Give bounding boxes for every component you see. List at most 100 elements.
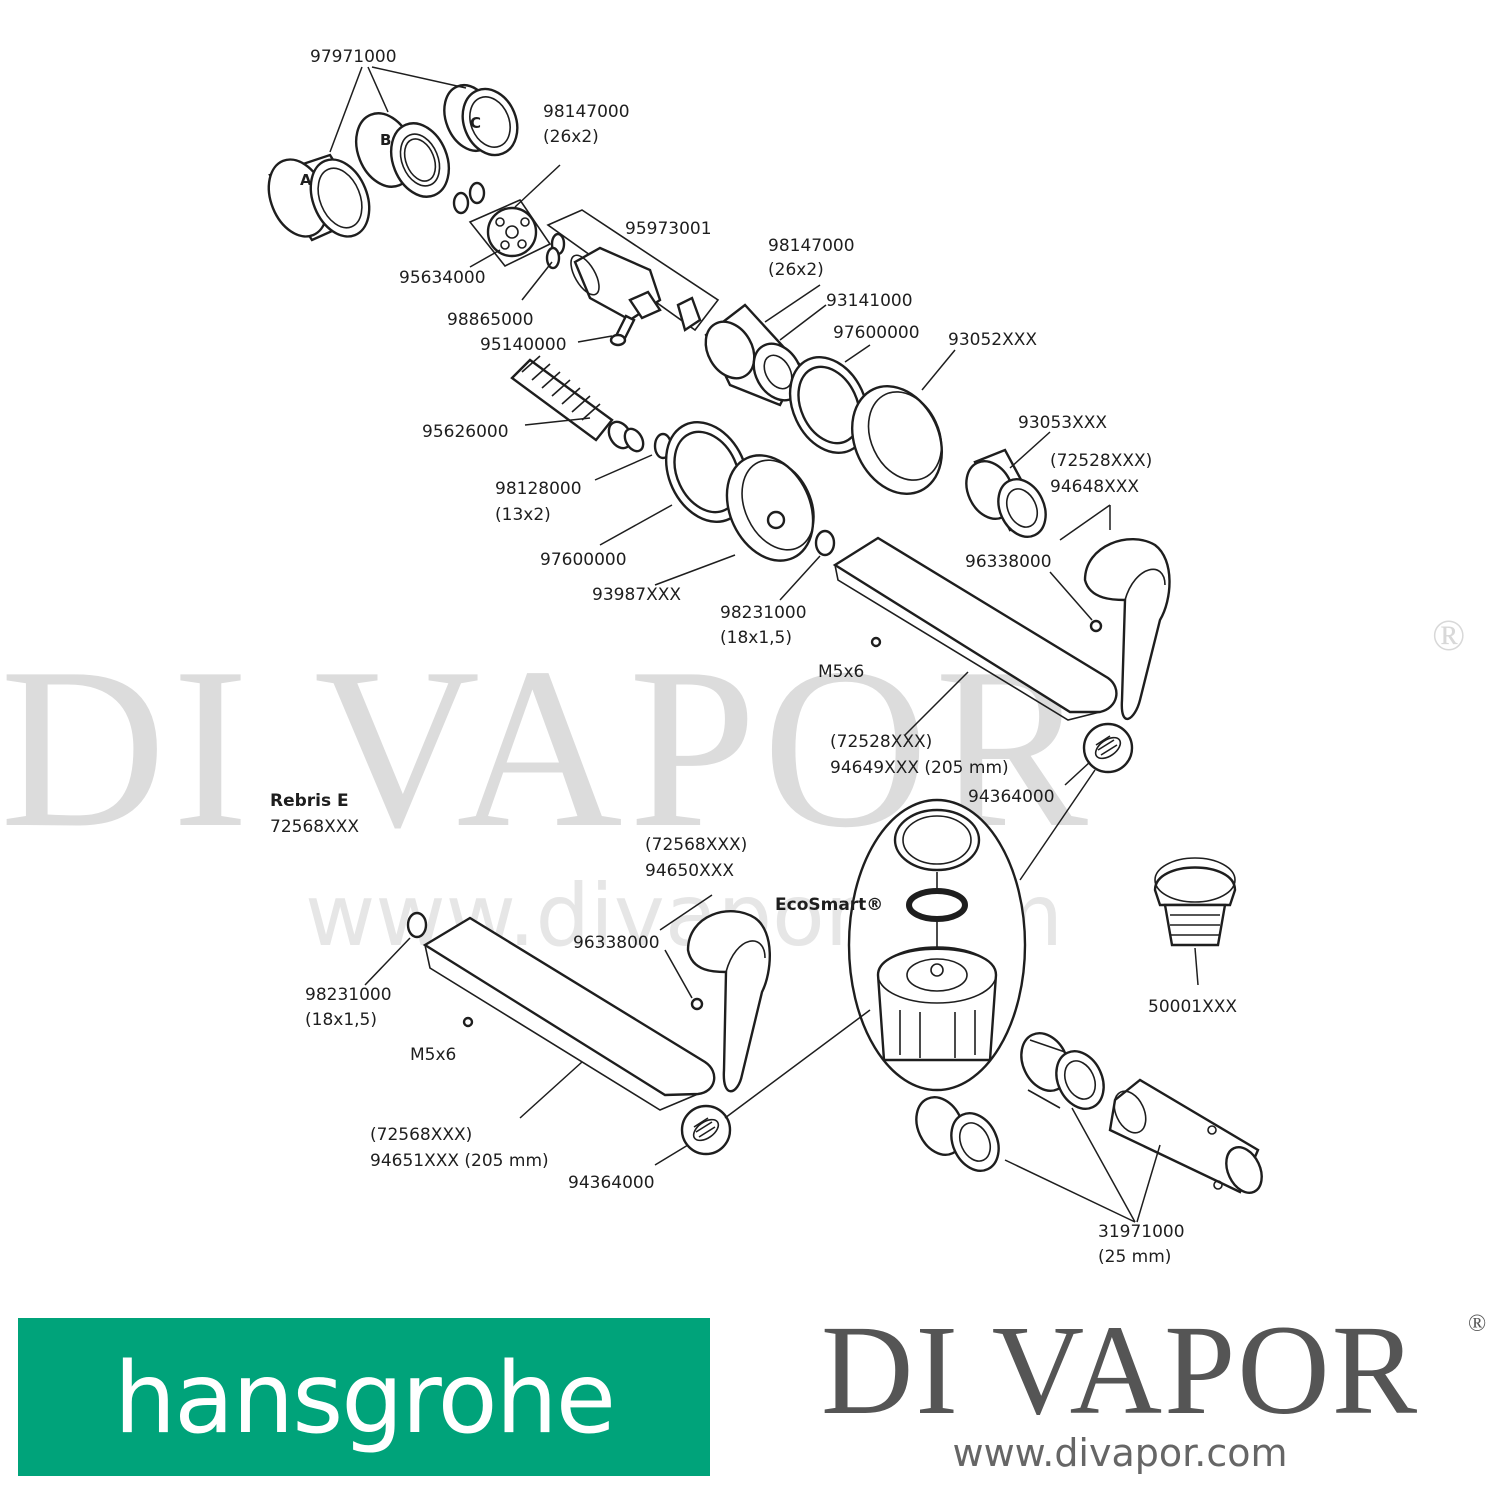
label-18x15-lower: (18x1,5) xyxy=(305,1010,377,1030)
label-94648XXX: 94648XXX xyxy=(1050,477,1139,497)
leader-98147000-top xyxy=(514,164,561,208)
leader-95626000 xyxy=(524,417,591,426)
label-95973001: 95973001 xyxy=(625,219,712,239)
label-M5x6-upper: M5x6 xyxy=(818,662,864,682)
leader-93052XXX xyxy=(921,349,956,391)
leader-98128000 xyxy=(594,454,653,481)
divapor-logo: DI VAPOR ® www.divapor.com xyxy=(750,1305,1490,1495)
label-93141000: 93141000 xyxy=(826,291,913,311)
waste-plug-50001XXX xyxy=(1153,857,1237,947)
label-94364000-lower: 94364000 xyxy=(568,1173,655,1193)
label-M5x6-lower: M5x6 xyxy=(410,1045,456,1065)
leader-95140000 xyxy=(577,335,613,343)
sleeve-b: B xyxy=(355,112,450,198)
label-94650XXX: 94650XXX xyxy=(645,861,734,881)
divapor-logo-name: DI VAPOR xyxy=(820,1299,1420,1441)
label-72568XXX-handle: (72568XXX) xyxy=(645,835,747,855)
leader-93053XXX xyxy=(1009,431,1051,469)
screw-95140000 xyxy=(609,314,636,347)
leader-98865000 xyxy=(521,261,553,301)
lever-handle-94650XXX xyxy=(686,910,771,1093)
leader-96338000-lower xyxy=(664,949,693,999)
label-94649XXX: 94649XXX (205 mm) xyxy=(830,758,1009,778)
leader-98231000-lower xyxy=(364,937,411,986)
label-98865000: 98865000 xyxy=(447,310,534,330)
sleeve-letter-c: C xyxy=(470,114,481,132)
label-31971000: 31971000 xyxy=(1098,1222,1185,1242)
sleeve-93053XXX xyxy=(965,448,1047,538)
leader-94650XXX-handle xyxy=(659,894,713,931)
label-26x2-top: (26x2) xyxy=(543,127,599,147)
extension-31971000-c xyxy=(1108,1078,1263,1194)
leader-ecosmart-lower xyxy=(724,1009,871,1119)
label-72528XXX-spout: (72528XXX) xyxy=(830,732,932,752)
sleeve-letter-b: B xyxy=(380,131,391,149)
o-ring-pair-98147000 xyxy=(452,181,486,215)
label-13x2: (13x2) xyxy=(495,505,551,525)
grub-screw-m5x6-lower xyxy=(462,1016,474,1028)
label-98231000-lower: 98231000 xyxy=(305,985,392,1005)
label-97600000-upper: 97600000 xyxy=(833,323,920,343)
leader-96338000-upper xyxy=(1049,571,1093,621)
cover-plate-93052XXX xyxy=(850,385,944,495)
hansgrohe-logo-text: hansgrohe xyxy=(113,1342,616,1456)
leader-94364000-upper xyxy=(1064,761,1091,786)
label-95626000: 95626000 xyxy=(422,422,509,442)
label-97600000-lower: 97600000 xyxy=(540,550,627,570)
label-72528XXX-handle: (72528XXX) xyxy=(1050,451,1152,471)
label-96338000-lower: 96338000 xyxy=(573,933,660,953)
escutcheon-93987XXX xyxy=(725,454,815,562)
leader-94649XXX xyxy=(904,671,969,736)
divapor-logo-registered: ® xyxy=(1468,1311,1487,1337)
leader-50001XXX xyxy=(1194,947,1199,986)
grub-screw-96338000-lower xyxy=(690,997,704,1011)
label-ecosmart: EcoSmart® xyxy=(775,895,883,915)
leader-94651XXX xyxy=(519,1061,583,1119)
product-name: Rebris E xyxy=(270,791,349,811)
sleeve-a: A xyxy=(267,153,371,242)
label-98147000-mid: 98147000 xyxy=(768,236,855,256)
label-98231000-upper: 98231000 xyxy=(720,603,807,623)
label-94364000-upper: 94364000 xyxy=(968,787,1055,807)
grub-screw-96338000-upper xyxy=(1089,619,1103,633)
leader-97600000-upper xyxy=(844,344,871,363)
label-95140000: 95140000 xyxy=(480,335,567,355)
label-93053XXX: 93053XXX xyxy=(1018,413,1107,433)
leader-94648XXX-handle xyxy=(1059,504,1111,541)
leader-98231000-upper xyxy=(779,555,821,601)
hansgrohe-logo: hansgrohe xyxy=(18,1318,710,1476)
leader-94364000-lower xyxy=(654,1144,689,1166)
label-25mm: (25 mm) xyxy=(1098,1247,1171,1267)
leader-97600000-lower xyxy=(599,504,673,546)
label-98128000: 98128000 xyxy=(495,479,582,499)
label-93052XXX: 93052XXX xyxy=(948,330,1037,350)
divapor-logo-url: www.divapor.com xyxy=(952,1431,1288,1475)
label-50001XXX: 50001XXX xyxy=(1148,997,1237,1017)
spout-94651XXX xyxy=(422,916,716,1111)
leader-lines-31971000 xyxy=(1004,1107,1161,1223)
aerator-94364000-lower xyxy=(680,1104,732,1156)
seal-97600000-upper xyxy=(788,355,870,455)
aerator-94364000-upper xyxy=(1082,722,1134,774)
grub-screw-m5x6-upper xyxy=(870,636,882,648)
leader-93141000 xyxy=(779,304,827,341)
cartridge-95634000 xyxy=(468,198,552,268)
hose-95626000 xyxy=(510,355,645,453)
spout-94649XXX xyxy=(832,536,1118,721)
lever-handle-94648XXX xyxy=(1083,538,1171,721)
label-26x2-mid: (26x2) xyxy=(768,260,824,280)
label-96338000-upper: 96338000 xyxy=(965,552,1052,572)
sleeve-letter-a: A xyxy=(300,171,312,189)
label-72568XXX-spout: (72568XXX) xyxy=(370,1125,472,1145)
label-97971000: 97971000 xyxy=(310,47,397,67)
ecosmart-detail xyxy=(847,798,1027,1092)
leader-lines-97971000 xyxy=(329,66,467,153)
watermark-registered-mark: ® xyxy=(1432,611,1465,660)
cartridge-95973001 xyxy=(545,209,720,332)
seal-97600000-lower xyxy=(664,421,750,523)
leader-95634000 xyxy=(469,249,501,268)
leader-93987XXX xyxy=(654,554,736,586)
label-95634000: 95634000 xyxy=(399,268,486,288)
product-code: 72568XXX xyxy=(270,817,359,837)
